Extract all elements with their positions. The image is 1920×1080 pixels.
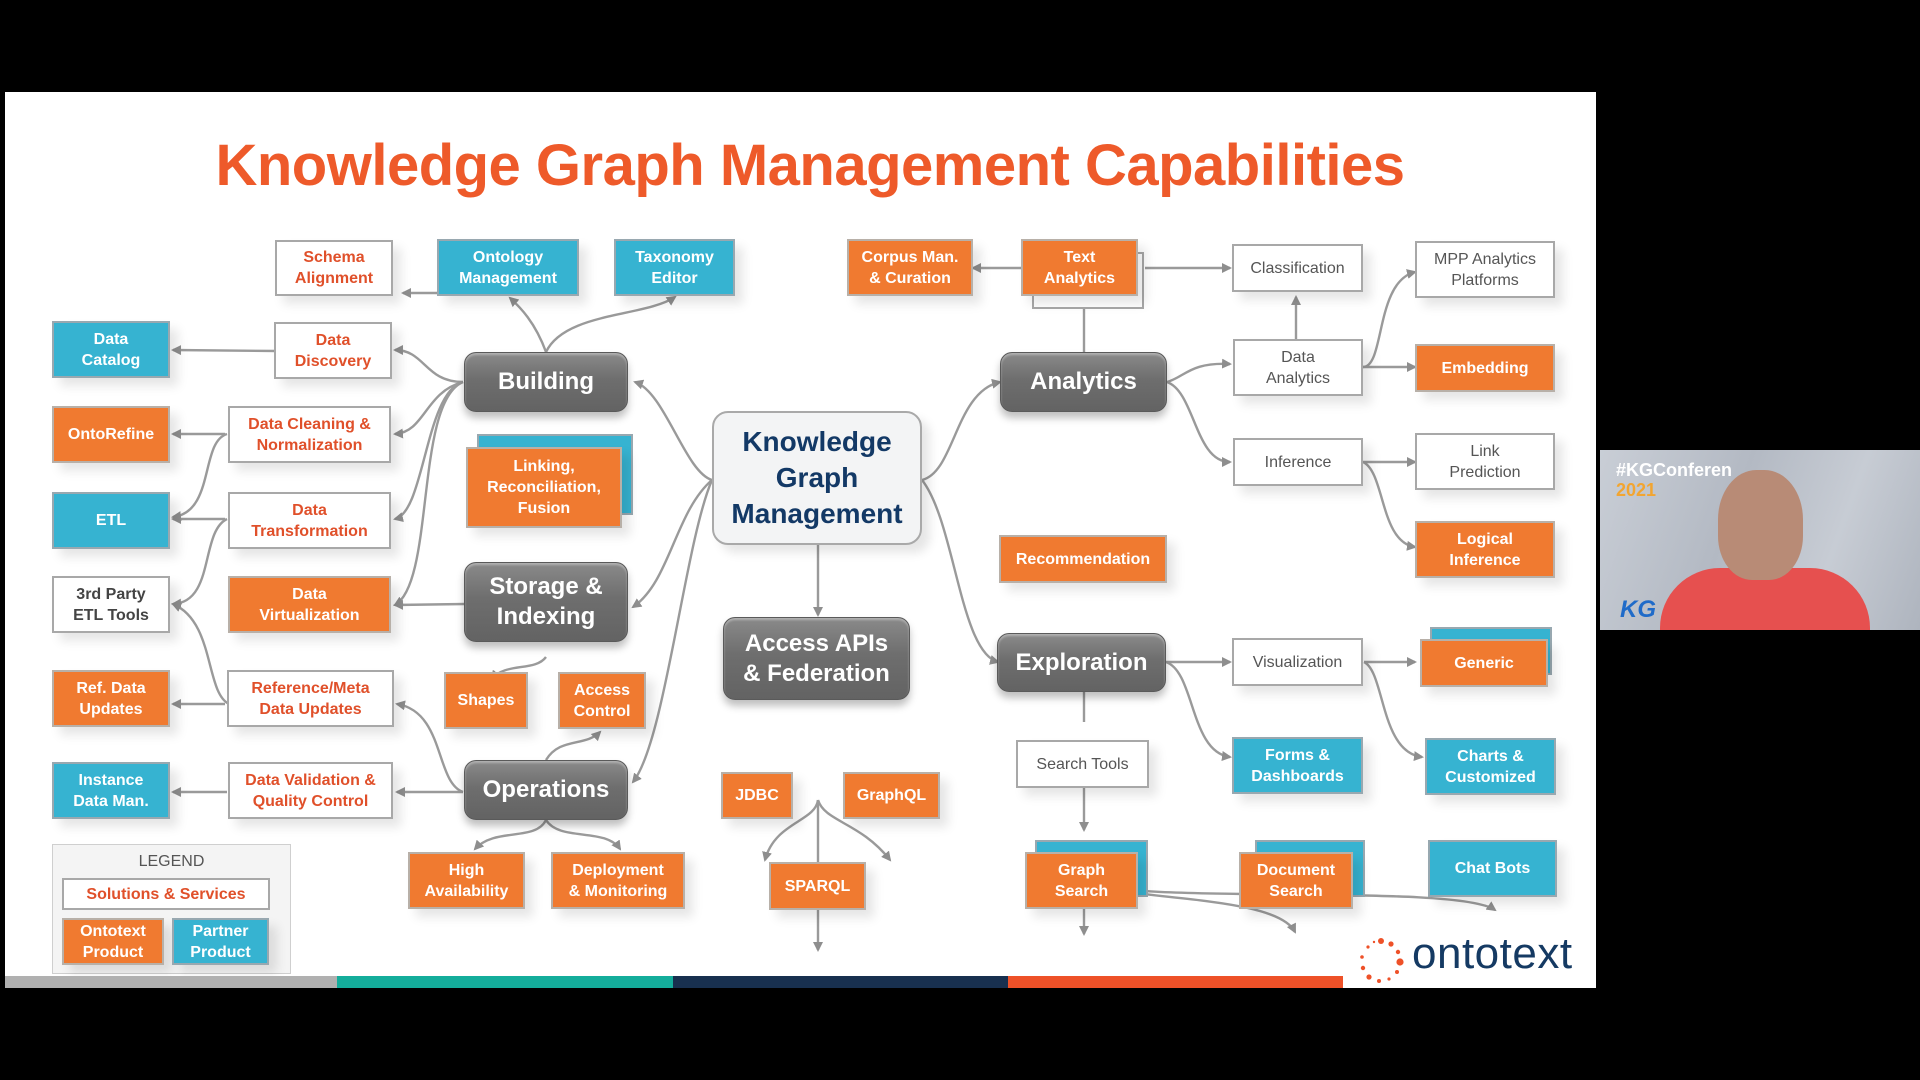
node-taxonomy-editor: Taxonomy Editor [614,239,735,296]
node-chat-bots: Chat Bots [1428,840,1557,897]
connector-lines [171,263,1497,952]
node-ontorefine: OntoRefine [52,406,170,463]
node-charts-customized: Charts & Customized [1425,738,1556,795]
node-etl: ETL [52,492,170,549]
node-document-search: Document Search [1239,852,1353,909]
footer-strip-navy [673,976,1008,988]
ontotext-logo-text: ontotext [1412,929,1573,978]
node-graphql: GraphQL [843,772,940,819]
node-schema-alignment: Schema Alignment [275,240,393,296]
conference-year: 2021 [1616,480,1657,500]
node-access-control: Access Control [558,672,646,729]
node-data-validation: Data Validation & Quality Control [228,762,393,819]
node-jdbc: JDBC [721,772,793,819]
capability-storage-indexing: Storage & Indexing [464,562,628,642]
node-mpp-analytics-platforms: MPP Analytics Platforms [1415,241,1555,298]
node-data-cleaning: Data Cleaning & Normalization [228,406,391,463]
legend-solutions-services: Solutions & Services [62,878,270,910]
third-party-label: 3rd Party ETL Tools [73,585,149,624]
core-node-knowledge-graph-management: Knowledge Graph Management [712,411,922,545]
capability-operations: Operations [464,760,628,820]
node-data-virtualization: Data Virtualization [228,576,391,633]
speaker-head [1718,470,1803,580]
speaker-video-tile[interactable]: #KGConferen 2021 KG [1600,450,1920,630]
conference-hashtag: #KGConferen [1616,460,1733,480]
ontotext-logo-icon [1360,938,1404,983]
node-inference: Inference [1233,438,1363,486]
node-logical-inference: Logical Inference [1415,521,1555,578]
legend: LEGEND Solutions & Services Ontotext Pro… [52,844,291,974]
node-data-analytics: Data Analytics [1233,339,1363,396]
node-shapes: Shapes [444,672,528,729]
node-ontology-management: Ontology Management [437,239,579,296]
footer-strip-grey [5,976,337,988]
node-linking-reconciliation-fusion: Linking, Reconciliation, Fusion [466,447,622,528]
node-deployment-monitoring: Deployment & Monitoring [551,852,685,909]
capability-building: Building [464,352,628,412]
node-data-transformation: Data Transformation [228,492,391,549]
node-sparql: SPARQL [769,862,866,910]
node-ref-data-updates: Ref. Data Updates [52,670,170,727]
node-generic: Generic [1420,639,1548,687]
legend-ontotext-product: Ontotext Product [62,918,164,965]
legend-partner-product: Partner Product [172,918,269,965]
node-embedding: Embedding [1415,344,1555,392]
node-graph-search: Graph Search [1025,852,1138,909]
capability-exploration: Exploration [997,633,1166,692]
node-forms-dashboards: Forms & Dashboards [1232,737,1363,794]
node-instance-data-man: Instance Data Man. [52,762,170,819]
node-corpus-management: Corpus Man. & Curation [847,239,973,296]
node-link-prediction: Link Prediction [1415,433,1555,490]
node-recommendation: Recommendation [999,535,1167,583]
node-third-party-etl-tools: 3rd Party ETL Tools [52,576,170,633]
footer-strip-teal [337,976,673,988]
node-reference-meta-data-updates: Reference/Meta Data Updates [227,670,394,727]
node-text-analytics: Text Analytics [1021,239,1138,296]
footer-strip-orange [1008,976,1343,988]
node-classification: Classification [1232,244,1363,292]
legend-title: LEGEND [138,853,205,870]
presentation-slide: Knowledge Graph Management Capabilities … [5,92,1596,988]
node-search-tools: Search Tools [1016,740,1149,788]
conference-brand-logo: KG [1620,596,1656,623]
node-visualization: Visualization [1232,638,1363,686]
node-high-availability: High Availability [408,852,525,909]
slide-title: Knowledge Graph Management Capabilities [215,133,1405,198]
node-data-discovery: Data Discovery [274,322,392,379]
capability-access-apis: Access APIs & Federation [723,617,910,700]
node-data-catalog: Data Catalog [52,321,170,378]
capability-analytics: Analytics [1000,352,1167,412]
